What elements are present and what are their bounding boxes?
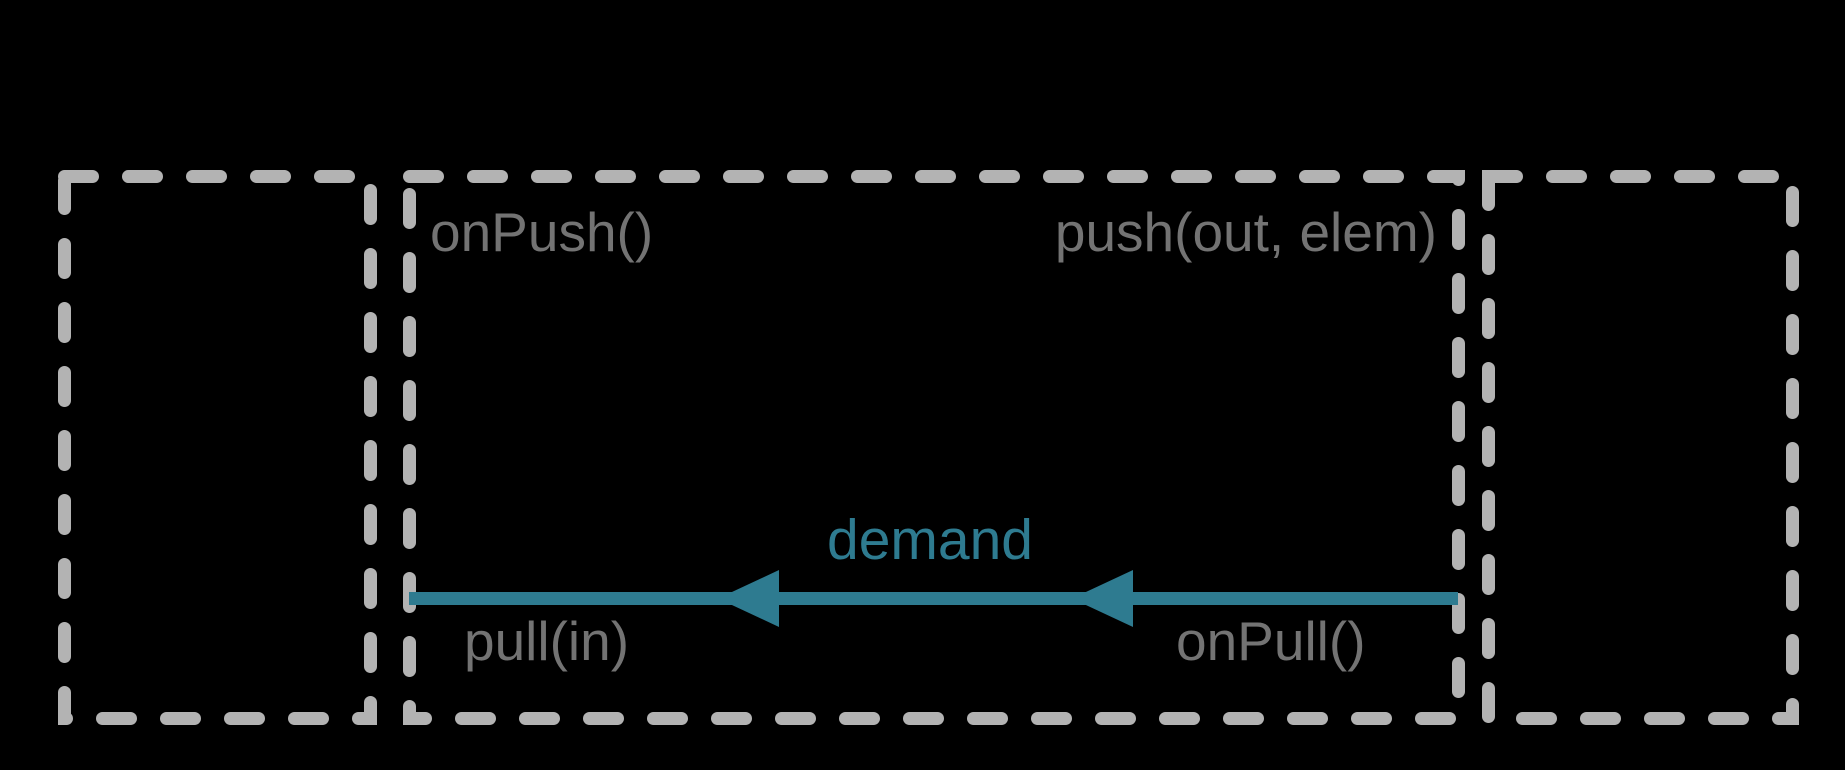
demand-arrowhead-right-icon <box>1072 570 1133 627</box>
stage-dashed-box <box>403 170 1465 725</box>
push-out-elem-label: push(out, elem) <box>1054 201 1437 263</box>
on-pull-label: onPull() <box>1176 610 1366 672</box>
on-push-label: onPush() <box>430 201 654 263</box>
demand-arrowhead-left-icon <box>718 570 779 627</box>
upstream-dashed-box <box>58 170 377 725</box>
pull-in-label: pull(in) <box>464 610 630 672</box>
demand-label: demand <box>827 508 1033 572</box>
downstream-dashed-box <box>1482 170 1799 725</box>
